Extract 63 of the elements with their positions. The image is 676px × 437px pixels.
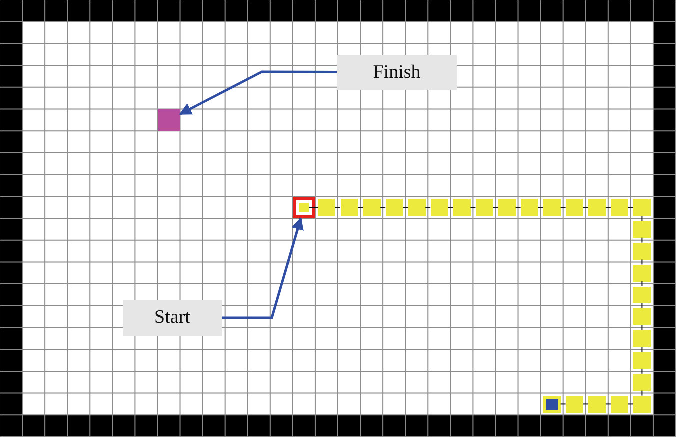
path-link <box>642 390 643 396</box>
path-square <box>520 199 538 216</box>
path-link <box>402 207 409 208</box>
callout-label: Start <box>123 300 222 336</box>
path-square <box>340 199 358 216</box>
path-link <box>515 207 522 208</box>
path-square <box>566 199 584 216</box>
path-link <box>628 207 634 208</box>
path-link <box>642 302 643 309</box>
path-square <box>588 396 606 413</box>
goal-square <box>158 109 180 132</box>
path-link <box>642 346 643 353</box>
path-link <box>605 207 612 208</box>
path-link <box>470 207 476 208</box>
path-square <box>298 202 310 212</box>
path-square <box>633 396 651 413</box>
path-square <box>430 199 448 216</box>
path-link <box>538 207 544 208</box>
path-square <box>633 330 651 348</box>
path-square <box>633 286 651 304</box>
path-link <box>380 207 386 208</box>
path-link <box>560 404 566 405</box>
path-square <box>633 242 651 260</box>
leader-arrow <box>179 70 337 116</box>
path-square <box>363 199 381 216</box>
path-square <box>633 264 651 282</box>
path-square <box>633 308 651 326</box>
path-link <box>642 237 643 244</box>
path-link <box>628 404 634 405</box>
path-square <box>566 396 584 413</box>
path-square <box>633 352 651 369</box>
path-link <box>335 207 341 208</box>
path-link <box>642 259 643 266</box>
path-square <box>633 374 651 391</box>
leader-arrow <box>222 217 304 320</box>
path-link <box>642 368 643 374</box>
path-link <box>425 207 432 208</box>
robot-square <box>543 396 561 413</box>
path-square <box>476 199 494 216</box>
path-square <box>453 199 471 216</box>
path-square <box>543 199 561 216</box>
path-link <box>560 207 566 208</box>
path-link <box>642 216 643 222</box>
path-link <box>642 324 643 331</box>
path-square <box>318 199 336 216</box>
path-square <box>610 396 628 413</box>
path-link <box>605 404 612 405</box>
path-link <box>582 404 589 405</box>
path-link <box>358 207 364 208</box>
path-link <box>309 207 318 208</box>
path-square <box>386 199 404 216</box>
path-square <box>408 199 426 216</box>
path-square <box>633 199 651 216</box>
path-link <box>492 207 499 208</box>
start-cell <box>292 196 316 218</box>
path-link <box>582 207 589 208</box>
path-square <box>633 221 651 238</box>
path-square <box>588 199 606 216</box>
path-link <box>448 207 454 208</box>
path-square <box>610 199 628 216</box>
callout-label: Finish <box>337 55 457 90</box>
path-link <box>642 281 643 287</box>
path-square <box>498 199 516 216</box>
